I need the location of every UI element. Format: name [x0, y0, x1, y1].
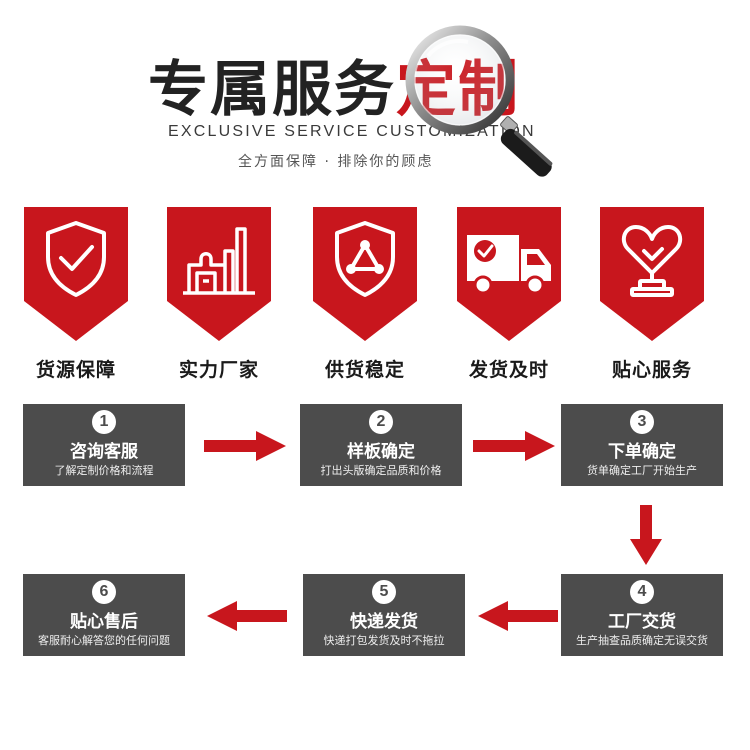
feature-badge-stable	[313, 207, 417, 341]
delivery-truck-icon	[467, 235, 551, 295]
arrow-down-icon	[630, 505, 662, 565]
shield-check-icon	[46, 221, 106, 297]
feature-label-service: 贴心服务	[611, 359, 692, 381]
arrow-right-icon	[204, 431, 286, 461]
step-title: 咨询客服	[70, 442, 138, 462]
process-step-3: 3 下单确定 货单确定工厂开始生产	[561, 404, 723, 486]
feature-label-stable: 供货稳定	[324, 359, 405, 381]
feature-badge-factory	[167, 207, 271, 341]
arrow-right-icon	[473, 431, 555, 461]
title-main: 专属服务	[148, 55, 396, 125]
process-step-4: 4 工厂交货 生产抽查品质确定无误交货	[561, 574, 723, 656]
step-title: 样板确定	[347, 442, 415, 462]
step-number: 1	[92, 410, 116, 434]
step-number: 6	[92, 580, 116, 604]
subtitle-chinese: 全方面保障 · 排除你的顾虑	[238, 154, 434, 170]
factory-icon	[183, 227, 255, 295]
feature-badge-service	[600, 207, 704, 341]
step-description: 了解定制价格和流程	[54, 464, 154, 477]
heart-trophy-icon	[621, 225, 683, 297]
process-step-1: 1 咨询客服 了解定制价格和流程	[23, 404, 185, 486]
step-number: 3	[630, 410, 654, 434]
arrow-left-icon	[478, 601, 558, 631]
magnifier-icon	[405, 25, 553, 177]
process-step-6: 6 贴心售后 客服耐心解答您的任何问题	[23, 574, 185, 656]
process-step-5: 5 快递发货 快递打包发货及时不拖拉	[303, 574, 465, 656]
step-title: 工厂交货	[608, 612, 676, 632]
arrow-left-icon	[207, 601, 287, 631]
feature-badge-delivery	[457, 207, 561, 341]
step-number: 4	[630, 580, 654, 604]
step-title: 快递发货	[350, 612, 418, 632]
feature-badge-supply	[24, 207, 128, 341]
step-title: 贴心售后	[70, 612, 138, 632]
step-number: 5	[372, 580, 396, 604]
shield-triangle-icon	[335, 221, 395, 297]
feature-label-factory: 实力厂家	[178, 359, 259, 381]
feature-label-delivery: 发货及时	[468, 359, 549, 381]
process-step-2: 2 样板确定 打出头版确定品质和价格	[300, 404, 462, 486]
step-number: 2	[369, 410, 393, 434]
step-description: 货单确定工厂开始生产	[587, 464, 697, 477]
feature-label-supply: 货源保障	[35, 359, 116, 381]
step-description: 客服耐心解答您的任何问题	[38, 634, 170, 647]
step-description: 快递打包发货及时不拖拉	[323, 634, 445, 647]
step-description: 生产抽查品质确定无误交货	[576, 634, 708, 647]
step-title: 下单确定	[608, 442, 676, 462]
step-description: 打出头版确定品质和价格	[320, 464, 442, 477]
